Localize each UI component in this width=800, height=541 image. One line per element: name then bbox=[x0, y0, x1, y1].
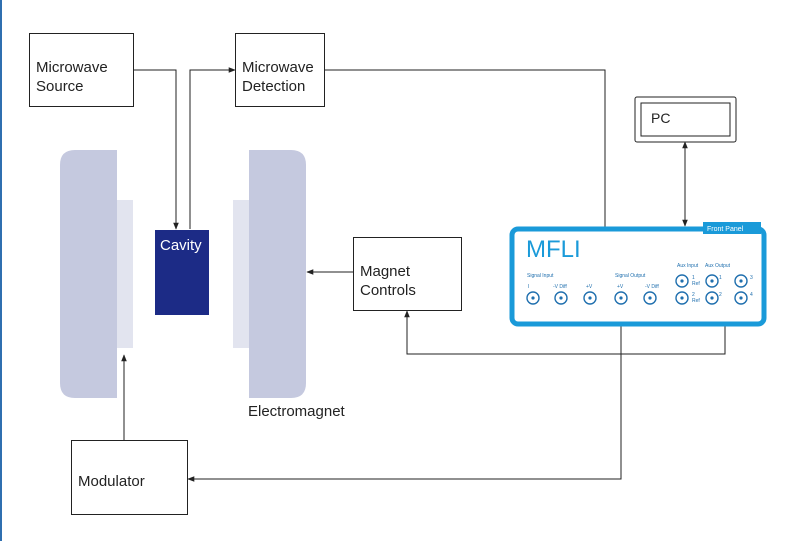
port-label-0: I bbox=[528, 284, 529, 290]
aux-input-2-port-pin bbox=[680, 296, 684, 300]
aux-input-1-port-pin bbox=[680, 279, 684, 283]
modulator-label: Modulator bbox=[78, 473, 145, 490]
aux-output-1-port bbox=[705, 274, 719, 288]
port-label-7: 3 bbox=[750, 275, 753, 281]
signal-output-heading: Signal Output bbox=[615, 273, 646, 279]
wire-output-to-modulator bbox=[187, 298, 622, 482]
modulator-block: Modulator bbox=[71, 440, 188, 515]
mfli-title: MFLI bbox=[526, 236, 581, 263]
front-panel-tag-label: Front Panel bbox=[707, 226, 744, 233]
wire-source-to-cavity bbox=[133, 69, 179, 230]
port-label-3: +V bbox=[617, 284, 624, 290]
signal-input-v-diff-port bbox=[554, 291, 568, 305]
electromagnet-label: Electromagnet bbox=[248, 403, 345, 420]
aux-output-3-port-pin bbox=[739, 279, 743, 283]
port-label-10: 4 bbox=[750, 292, 753, 298]
signal-input-i-port bbox=[526, 291, 540, 305]
microwave-source-label: Microwave Source bbox=[36, 59, 108, 95]
aux-output-heading: Aux Output bbox=[705, 263, 731, 269]
port-label-1: -V Diff bbox=[553, 284, 567, 290]
ports bbox=[526, 274, 748, 305]
magnet-controls-block: Magnet Controls bbox=[353, 237, 462, 311]
pc-label: PC bbox=[651, 110, 670, 126]
aux-output-2-port bbox=[705, 291, 719, 305]
port-label-4: -V Diff bbox=[645, 284, 659, 290]
cavity-block bbox=[155, 230, 209, 315]
aux-input-1-port bbox=[675, 274, 689, 288]
pc-monitor-screen bbox=[640, 102, 731, 137]
front-panel-tag bbox=[703, 222, 761, 234]
signal-output-v-plus-port bbox=[614, 291, 628, 305]
aux-output-4-port bbox=[734, 291, 748, 305]
signal-output-v-diff-port bbox=[643, 291, 657, 305]
wire-cavity-to-detection bbox=[189, 67, 236, 229]
signal-input-heading: Signal Input bbox=[527, 273, 554, 279]
electromagnet-left-pole bbox=[60, 150, 133, 398]
aux-output-3-port bbox=[734, 274, 748, 288]
left-pole-face bbox=[117, 200, 133, 348]
port-label-6: 1 bbox=[719, 275, 722, 281]
signal-output-v-plus-port-pin bbox=[619, 296, 623, 300]
port-label-9: 2 bbox=[719, 292, 722, 298]
aux-output-2-port-pin bbox=[710, 296, 714, 300]
magnet-controls-label: Magnet Controls bbox=[360, 263, 416, 299]
microwave-source-block: Microwave Source bbox=[29, 33, 134, 107]
mfli-instrument: Front Panel MFLI Signal Input Signal Out… bbox=[509, 222, 767, 327]
cavity-label: Cavity bbox=[160, 237, 202, 254]
microwave-detection-label: Microwave Detection bbox=[242, 59, 314, 95]
signal-input-i-port-pin bbox=[531, 296, 535, 300]
page-left-border bbox=[0, 0, 2, 541]
aux-input-heading: Aux Input bbox=[677, 263, 699, 269]
signal-input-v-plus-port bbox=[583, 291, 597, 305]
electromagnet-right-pole bbox=[233, 150, 306, 398]
signal-output-v-diff-port-pin bbox=[648, 296, 652, 300]
signal-input-v-diff-port-pin bbox=[559, 296, 563, 300]
right-pole-body bbox=[249, 150, 306, 398]
pc-monitor: PC bbox=[634, 96, 737, 143]
right-pole-face bbox=[233, 200, 249, 348]
aux-input-2-port bbox=[675, 291, 689, 305]
mfli-frame bbox=[509, 226, 767, 327]
aux-output-4-port-pin bbox=[739, 296, 743, 300]
signal-input-v-plus-port-pin bbox=[588, 296, 592, 300]
port-label-2: +V bbox=[586, 284, 593, 290]
microwave-detection-block: Microwave Detection bbox=[235, 33, 325, 107]
aux-output-1-port-pin bbox=[710, 279, 714, 283]
left-pole-body bbox=[60, 150, 117, 398]
